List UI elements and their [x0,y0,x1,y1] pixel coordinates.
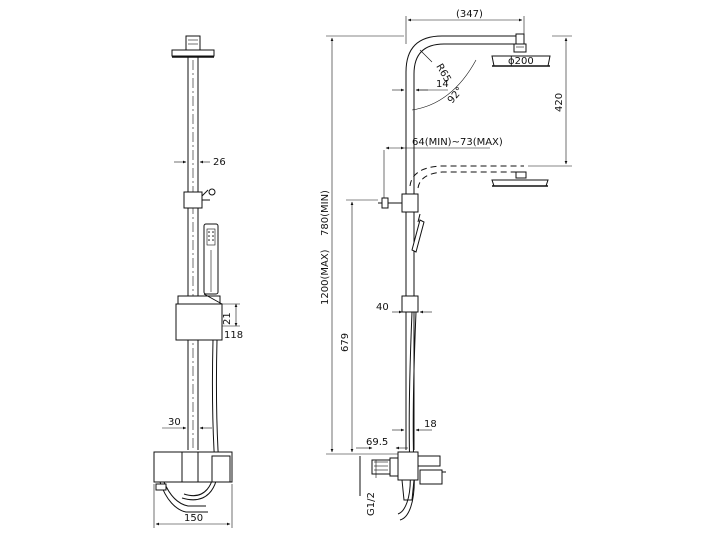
front-slider-holder [175,293,223,341]
dim-18-label: 18 [424,419,437,430]
dim-21: 21 [222,303,240,327]
side-lowered-arm-dashed [409,165,549,189]
side-diverter [378,193,419,213]
dim-780-label: 780(MIN) [320,190,331,236]
thread-g12: G1/2 [366,460,377,516]
dim-69-5: 69.5 [356,437,408,450]
dim-118-label: 118 [224,330,243,341]
dim-30-label: 30 [168,417,181,428]
dim-118: 118 [200,330,243,341]
side-mixer-valve [359,451,446,501]
side-hand-shower [411,213,425,253]
dim-150: 150 [153,484,233,528]
dim-679-label: 679 [340,333,351,352]
dim-40-label: 40 [376,302,389,313]
side-riser-with-arm [405,33,525,450]
front-shower-hose [181,339,220,501]
dim-64-73: 64(MIN)~73(MAX) [383,137,503,200]
dim-30: 30 [162,417,212,430]
side-view: (347) R65 ϕ200 14 [320,9,572,521]
angle-92-label: 92° [446,85,466,106]
dim-21-label: 21 [222,312,233,325]
head-diameter-label: ϕ200 [508,56,534,67]
dim-347-label: (347) [456,9,483,20]
dim-69-5-label: 69.5 [366,437,388,448]
dim-64-73-label: 64(MIN)~73(MAX) [412,137,503,148]
dim-420: 420 [528,35,572,167]
dim-18: 18 [392,419,437,432]
front-overhead-shower-head [171,35,215,58]
thread-g12-label: G1/2 [366,492,377,516]
side-top-shower-head: ϕ200 [491,43,551,67]
dim-780-1200: 780(MIN) 1200(MAX) [320,35,404,455]
front-hand-shower [203,223,219,295]
dim-679: 679 [340,199,378,453]
front-diverter-knob [183,188,216,209]
dim-14-label: 14 [436,79,449,90]
dim-1200-label: 1200(MAX) [320,249,331,305]
dim-420-label: 420 [554,93,565,112]
dim-26-label: 26 [213,157,226,168]
dim-150-label: 150 [184,513,203,524]
dim-14: 14 [392,79,449,92]
dim-26: 26 [174,157,226,168]
side-slider-block: 40 [376,295,432,314]
front-mixer-body [153,451,233,513]
front-view: 26 21 118 [153,35,243,528]
front-riser-pipe [187,56,199,450]
